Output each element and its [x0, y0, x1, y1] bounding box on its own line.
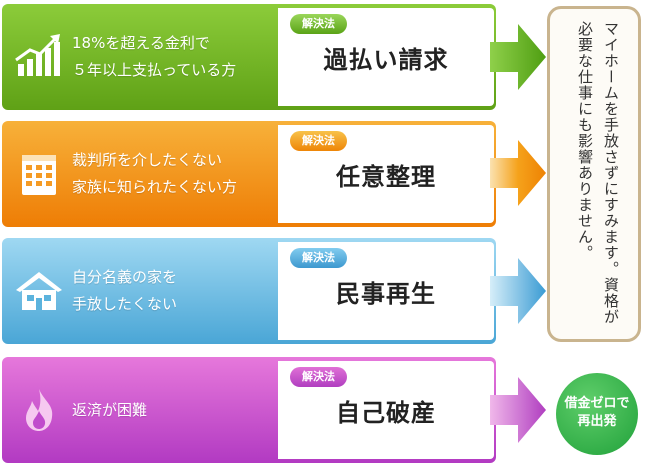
method-title: 自己破産 — [336, 399, 436, 427]
solution-row-overpayment: 18%を超える金利で ５年以上支払っている方 解決法 過払い請求 — [2, 4, 496, 110]
row-description: 自分名義の家を 手放したくない — [72, 268, 178, 313]
method-title: 過払い請求 — [323, 46, 449, 74]
solution-badge: 解決法 — [290, 131, 347, 151]
method-title: 任意整理 — [336, 163, 436, 191]
house-icon — [16, 272, 62, 310]
flame-icon — [26, 389, 53, 431]
restart-line2: 再出発 — [577, 414, 617, 429]
result-text: マイホームを手放さずにすみます。資格が必要な仕事にも影響ありません。 — [576, 21, 620, 325]
restart-circle: 借金ゼロで 再出発 — [556, 373, 638, 455]
solution-row-voluntary-arrangement: 裁判所を介したくない 家族に知られたくない方 解決法 任意整理 — [2, 121, 496, 227]
solution-row-civil-rehabilitation: 自分名義の家を 手放したくない 解決法 民事再生 — [2, 238, 496, 344]
solution-badge: 解決法 — [290, 367, 347, 387]
arrow-right-icon — [490, 377, 546, 443]
solution-badge: 解決法 — [290, 14, 347, 34]
solution-badge: 解決法 — [290, 248, 347, 268]
result-box: マイホームを手放さずにすみます。資格が必要な仕事にも影響ありません。 — [547, 6, 641, 342]
method-title: 民事再生 — [336, 280, 436, 308]
arrow-right-icon — [490, 258, 546, 324]
arrow-right-icon — [490, 24, 546, 90]
chart-growth-icon — [15, 34, 60, 76]
arrow-right-icon — [490, 140, 546, 206]
row-description: 裁判所を介したくない 家族に知られたくない方 — [72, 151, 238, 196]
solution-row-bankruptcy: 返済が困難 解決法 自己破産 — [2, 357, 496, 463]
row-description: 返済が困難 — [72, 401, 148, 419]
row-description: 18%を超える金利で ５年以上支払っている方 — [72, 34, 237, 79]
calendar-icon — [22, 155, 56, 195]
restart-line1: 借金ゼロで — [564, 396, 630, 411]
